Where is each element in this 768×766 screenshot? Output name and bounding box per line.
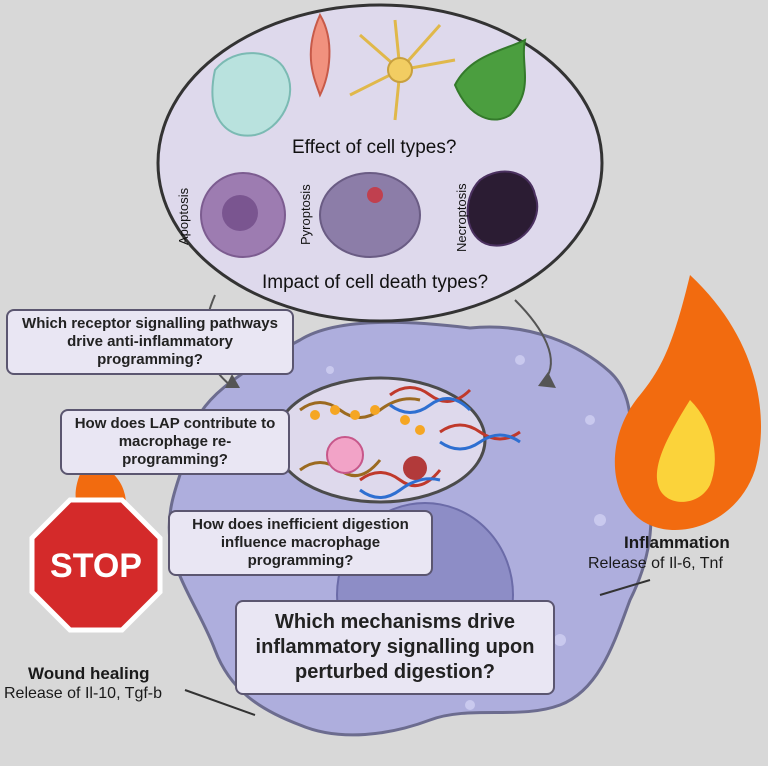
pyroptosis-label: Pyroptosis	[298, 184, 313, 245]
pyroptosis-cell-icon	[319, 172, 421, 258]
inflammation-title: Inflammation	[624, 533, 730, 552]
stop-sign-text: STOP	[50, 547, 142, 585]
phagosome	[273, 376, 487, 504]
leader-line-right	[599, 579, 651, 596]
neuron-body	[387, 57, 413, 83]
stop-sign-icon	[29, 497, 163, 633]
neuron-icon	[349, 19, 456, 121]
main-question-box: Which mechanisms drive inflammatory sign…	[235, 600, 555, 695]
lap-question-box: How does LAP contribute to macrophage re…	[60, 409, 290, 475]
inflammation-flame-icon	[614, 275, 762, 530]
virus-particle	[326, 436, 364, 474]
apoptosis-label: Apoptosis	[176, 187, 191, 245]
arrow-head-right	[538, 372, 556, 388]
leader-line-left	[184, 689, 256, 716]
amoeboid-cell-icon	[211, 52, 292, 137]
apoptosis-nucleus	[222, 195, 258, 231]
wound-healing-title: Wound healing	[28, 664, 150, 683]
spindle-cell-icon	[309, 12, 331, 98]
wound-healing-release: Release of Il-10, Tgf-b	[4, 685, 163, 702]
inflammation-flame-inner	[656, 400, 715, 502]
arrow-head-left	[225, 374, 240, 388]
lipid-molecules	[310, 405, 425, 435]
cell-death-question: Impact of cell death types?	[262, 272, 489, 293]
fibroblast-cell-icon	[453, 38, 527, 121]
necroptosis-label: Necroptosis	[454, 183, 469, 252]
inflammation-release: Release of Il-6, Tnf	[588, 555, 723, 572]
cell-types-question: Effect of cell types?	[292, 137, 457, 158]
dna-strand	[439, 423, 521, 451]
coronavirus-particle	[403, 456, 427, 480]
pyroptosis-granule	[367, 187, 383, 203]
receptor-question-box: Which receptor signalling pathways drive…	[6, 309, 294, 375]
digestion-question-box: How does inefficient digestion influence…	[168, 510, 433, 576]
necroptosis-cell-icon	[466, 170, 539, 247]
